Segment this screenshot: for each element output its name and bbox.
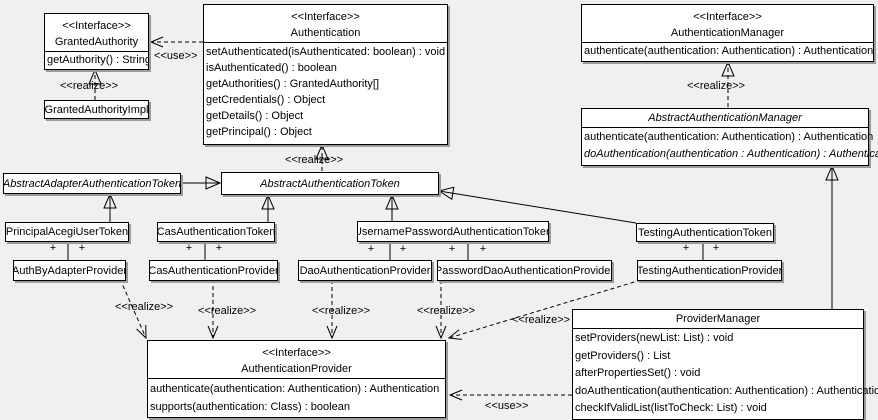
class-granted-authority-impl[interactable]: GrantedAuthorityImpl: [44, 100, 149, 119]
class-abstract-authentication-manager[interactable]: AbstractAuthenticationManager authentica…: [581, 108, 878, 166]
class-name: AuthenticationManager: [670, 27, 785, 39]
class-dao-authentication-provider[interactable]: DaoAuthenticationProvider: [298, 260, 432, 281]
assoc-plus-marker: +: [185, 242, 193, 254]
assoc-plus-marker: +: [78, 242, 86, 254]
class-name: TestingAuthenticationToken: [638, 226, 772, 239]
assoc-plus-marker: +: [712, 242, 720, 254]
assoc-plus-marker: +: [682, 242, 690, 254]
class-name: AuthenticationProvider: [241, 363, 352, 375]
class-name: PasswordDaoAuthenticationProvider: [437, 264, 612, 277]
stereotype: <<Interface>>: [693, 11, 762, 23]
class-name: AbstractAuthenticationToken: [260, 177, 400, 190]
class-auth-by-adapter-provider[interactable]: AuthByAdapterProvider: [13, 260, 126, 281]
class-name: DaoAuthenticationProvider: [299, 264, 431, 277]
method: isAuthenticated() : boolean: [206, 62, 337, 74]
method: getDetails() : Object: [206, 110, 304, 122]
class-name: CasAuthenticationProvider: [149, 264, 278, 277]
class-name: CasAuthenticationToken: [157, 226, 275, 238]
class-name: AuthByAdapterProvider: [13, 264, 126, 277]
class-name: PrincipalAcegiUserToken: [5, 226, 129, 238]
class-title: AbstractAuthenticationManager: [582, 109, 868, 128]
edge-label-realize: <<realize>>: [417, 305, 476, 317]
class-name: AbstractAdapterAuthenticationToken: [3, 177, 181, 190]
stereotype: <<Interface>>: [62, 20, 131, 32]
class-abstract-adapter-authentication-token[interactable]: AbstractAdapterAuthenticationToken: [3, 173, 181, 194]
class-granted-authority[interactable]: <<Interface>> GrantedAuthority getAuthor…: [44, 13, 149, 70]
class-title: <<Interface>> GrantedAuthority: [45, 14, 148, 52]
class-testing-authentication-token[interactable]: TestingAuthenticationToken: [636, 223, 774, 242]
class-password-dao-authentication-provider[interactable]: PasswordDaoAuthenticationProvider: [437, 260, 612, 281]
class-testing-authentication-provider[interactable]: TestingAuthenticationProvider: [637, 260, 782, 281]
assoc-plus-marker: +: [215, 242, 223, 254]
method: getCredentials() : Object: [206, 94, 326, 106]
class-name: UsernamePasswordAuthenticationToken: [357, 225, 549, 238]
class-cas-authentication-token[interactable]: CasAuthenticationToken: [157, 222, 275, 242]
edge-label-realize: <<realize>>: [312, 305, 371, 317]
class-title: <<Interface>> AuthenticationProvider: [148, 341, 445, 379]
edge-gen-testingauthenticationtoken: [439, 191, 637, 224]
method: setAuthenticated(isAuthenticated: boolea…: [206, 46, 446, 58]
class-name: TestingAuthenticationProvider: [637, 264, 782, 277]
class-name: Authentication: [290, 27, 361, 39]
edge-label-realize: <<realize>>: [60, 80, 119, 92]
class-authentication[interactable]: <<Interface>> Authentication setAuthenti…: [203, 4, 448, 145]
method: authenticate(authentication: Authenticat…: [150, 383, 440, 395]
assoc-plus-marker: +: [448, 243, 456, 255]
edge-label-realize: <<realize>>: [687, 80, 746, 92]
edge-label-realize: <<realize>>: [512, 314, 571, 326]
method: afterPropertiesSet() : void: [575, 367, 701, 380]
method: getProviders() : List: [575, 349, 671, 362]
method: supports(authentication: Class) : boolea…: [150, 401, 350, 413]
assoc-plus-marker: +: [479, 243, 487, 255]
assoc-plus-marker: +: [49, 242, 57, 254]
method: doAuthentication(authentication: Authent…: [575, 384, 878, 397]
class-title: ProviderManager: [573, 310, 863, 329]
method: authenticate(authentication: Authenticat…: [584, 131, 874, 143]
class-name: AbstractAuthenticationManager: [648, 112, 802, 124]
assoc-plus-marker: +: [367, 243, 375, 255]
method: getAuthorities() : GrantedAuthority[]: [206, 78, 380, 90]
method: getPrincipal() : Object: [206, 126, 312, 138]
class-cas-authentication-provider[interactable]: CasAuthenticationProvider: [149, 260, 278, 281]
edge-label-use: <<use>>: [485, 400, 529, 412]
method-abstract: doAuthentication(authentication : Authen…: [584, 148, 878, 160]
assoc-plus-marker: +: [399, 243, 407, 255]
edge-label-realize: <<realize>>: [285, 154, 344, 166]
class-username-password-authentication-token[interactable]: UsernamePasswordAuthenticationToken: [357, 221, 549, 242]
class-authentication-provider[interactable]: <<Interface>> AuthenticationProvider aut…: [147, 340, 446, 418]
class-name: GrantedAuthority: [54, 36, 139, 48]
class-name: ProviderManager: [675, 313, 761, 325]
class-title: <<Interface>> Authentication: [204, 5, 447, 43]
method: authenticate(authentication: Authenticat…: [584, 45, 874, 57]
stereotype: <<Interface>>: [262, 347, 331, 359]
class-principal-acegi-user-token[interactable]: PrincipalAcegiUserToken: [5, 222, 129, 242]
class-abstract-authentication-token[interactable]: AbstractAuthenticationToken: [221, 172, 439, 195]
class-provider-manager[interactable]: ProviderManager setProviders(newList: Li…: [572, 309, 878, 420]
method: checkIfValidList(listToCheck: List) : vo…: [575, 402, 767, 415]
method: getAuthority() : String: [47, 54, 149, 66]
class-name: GrantedAuthorityImpl: [44, 103, 149, 116]
stereotype: <<Interface>>: [291, 11, 360, 23]
edge-label-use: <<use>>: [154, 50, 198, 62]
edge-label-realize: <<realize>>: [115, 301, 174, 313]
edge-label-realize: <<realize>>: [198, 305, 257, 317]
method: setProviders(newList: List) : void: [575, 332, 734, 344]
class-authentication-manager[interactable]: <<Interface>> AuthenticationManager auth…: [581, 4, 874, 62]
class-title: <<Interface>> AuthenticationManager: [582, 5, 873, 43]
